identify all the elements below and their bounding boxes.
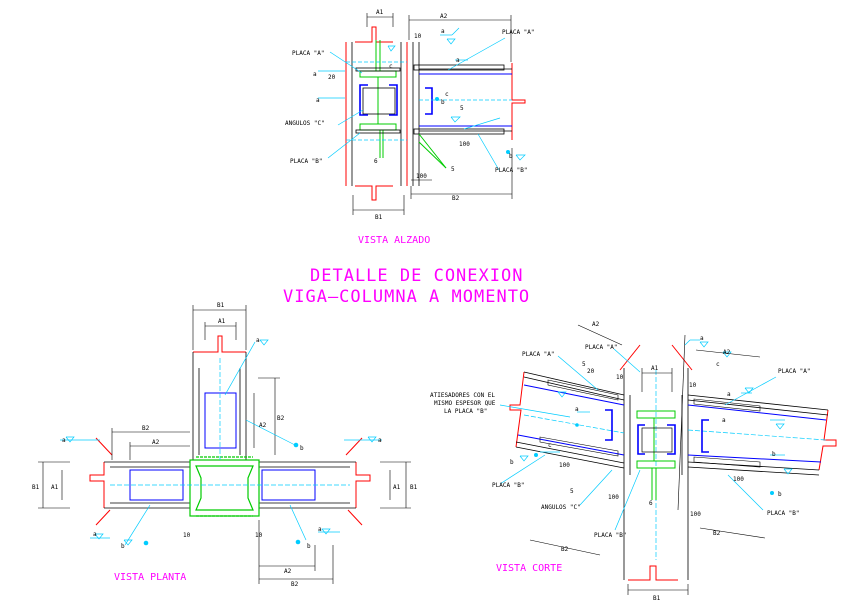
corte-atiesadores-1: ATIESADORES CON EL xyxy=(430,392,495,399)
alzado-dim-6: 6 xyxy=(374,158,378,165)
corte-weld-c2: c xyxy=(548,442,552,449)
corte-atiesadores-2: MISMO ESPESOR QUE xyxy=(434,400,496,407)
corte-dim-a2-left: A2 xyxy=(592,321,600,328)
corte-dim-10b: 10 xyxy=(689,382,697,389)
corte-dim-20: 20 xyxy=(587,368,595,375)
corte-weld-a3: a xyxy=(575,406,579,413)
alzado-weld-b1: b xyxy=(441,99,445,106)
planta-weld-a5: a xyxy=(318,526,322,533)
planta-dim-a1-right: A1 xyxy=(393,484,401,491)
alzado-angulos-c: ANGULOS "C" xyxy=(285,120,325,127)
corte-weld-b1: b xyxy=(510,459,514,466)
view-alzado: PLACA "A" PLACA "A" ANGULOS "C" PLACA "B… xyxy=(285,9,535,246)
alzado-placa-b-right: PLACA "B" xyxy=(495,167,528,174)
corte-placa-a-2: PLACA "A" xyxy=(585,344,618,351)
planta-weld-b1: b xyxy=(300,445,304,452)
corte-placa-a-3: PLACA "A" xyxy=(778,368,811,375)
corte-dim-100d: 100 xyxy=(690,511,701,518)
corte-dim-b1: B1 xyxy=(653,595,661,602)
planta-dim-a2-bottom: A2 xyxy=(284,568,292,575)
corte-angulos-c: ANGULOS "C" xyxy=(541,504,581,511)
alzado-weld-a1: a xyxy=(313,71,317,78)
corte-dim-100b: 100 xyxy=(608,494,619,501)
corte-weld-a4: a xyxy=(722,417,726,424)
corte-dim-5a: 5 xyxy=(582,361,586,368)
view-name-planta: VISTA PLANTA xyxy=(114,572,186,583)
alzado-weld-c1: c xyxy=(389,63,393,70)
alzado-weld-c2: c xyxy=(445,91,449,98)
corte-weld-b3: b xyxy=(778,491,782,498)
alzado-dim-5b: 5 xyxy=(451,166,455,173)
corte-dim-a1: A1 xyxy=(651,365,659,372)
planta-dim-a1-top: A1 xyxy=(218,318,226,325)
corte-weld-a2: a xyxy=(727,391,731,398)
alzado-dim-a1: A1 xyxy=(376,9,384,16)
corte-dim-b2-left: B2 xyxy=(561,546,569,553)
corte-placa-b-2: PLACA "B" xyxy=(594,532,627,539)
planta-weld-a1: a xyxy=(256,337,260,344)
planta-dim-b2-left: B2 xyxy=(142,425,150,432)
corte-placa-a-1: PLACA "A" xyxy=(522,351,555,358)
title-line-2: VIGA—COLUMNA A MOMENTO xyxy=(283,287,530,307)
planta-weld-b2: b xyxy=(121,543,125,550)
corte-dim-100c: 100 xyxy=(733,476,744,483)
corte-atiesadores-3: LA PLACA "B" xyxy=(444,408,487,415)
view-planta: B1 A1 A2 B2 B2 A2 B1 A1 B1 A1 A2 B2 10 1… xyxy=(32,302,418,588)
corte-dim-5b: 5 xyxy=(570,488,574,495)
corte-dim-100a: 100 xyxy=(559,462,570,469)
planta-weld-a2: a xyxy=(62,437,66,444)
alzado-dim-a2: A2 xyxy=(440,13,448,20)
planta-dim-b2-mid: B2 xyxy=(277,415,285,422)
alzado-weld-a2: a xyxy=(316,97,320,104)
planta-dim-b1-right: B1 xyxy=(410,484,418,491)
planta-dim-a2-mid: A2 xyxy=(259,422,267,429)
alzado-dim-b1: B1 xyxy=(375,214,383,221)
alzado-weld-a4: a xyxy=(441,28,445,35)
planta-dim-b2-bottom: B2 xyxy=(291,581,299,588)
planta-dim-b1-top: B1 xyxy=(217,302,225,309)
view-name-alzado: VISTA ALZADO xyxy=(358,235,430,246)
alzado-placa-a-left: PLACA "A" xyxy=(292,50,325,57)
corte-dim-b2-right: B2 xyxy=(713,530,721,537)
planta-weld-b3: b xyxy=(307,543,311,550)
corte-placa-b-1: PLACA "B" xyxy=(492,482,525,489)
alzado-weld-a3: a xyxy=(456,57,460,64)
planta-dim-10b: 10 xyxy=(255,532,263,539)
title-line-1: DETALLE DE CONEXION xyxy=(310,266,523,286)
corte-weld-c1: c xyxy=(716,361,720,368)
corte-dim-a2-right: A2 xyxy=(723,349,731,356)
alzado-dim-10: 10 xyxy=(414,33,422,40)
corte-dim-10a: 10 xyxy=(616,374,624,381)
planta-dim-a1-left: A1 xyxy=(51,484,59,491)
planta-weld-a4: a xyxy=(93,531,97,538)
planta-dim-10a: 10 xyxy=(183,532,191,539)
planta-dim-b1-left: B1 xyxy=(32,484,40,491)
view-name-corte: VISTA CORTE xyxy=(496,563,562,574)
planta-dim-a2-left: A2 xyxy=(152,439,160,446)
alzado-placa-a-right: PLACA "A" xyxy=(502,29,535,36)
corte-placa-b-3: PLACA "B" xyxy=(767,510,800,517)
corte-weld-b2: b xyxy=(772,451,776,458)
alzado-dim-5a: 5 xyxy=(460,105,464,112)
alzado-dim-100b: 100 xyxy=(416,173,427,180)
alzado-placa-b-left: PLACA "B" xyxy=(290,158,323,165)
alzado-dim-20: 20 xyxy=(328,74,336,81)
corte-weld-a1: a xyxy=(700,335,704,342)
corte-dim-6: 6 xyxy=(649,500,653,507)
view-corte: PLACA "A" PLACA "A" PLACA "A" ATIESADORE… xyxy=(430,321,837,602)
alzado-dim-b2: B2 xyxy=(452,195,460,202)
alzado-dim-100a: 100 xyxy=(459,141,470,148)
planta-weld-a3: a xyxy=(378,437,382,444)
alzado-weld-b2: b xyxy=(509,153,513,160)
